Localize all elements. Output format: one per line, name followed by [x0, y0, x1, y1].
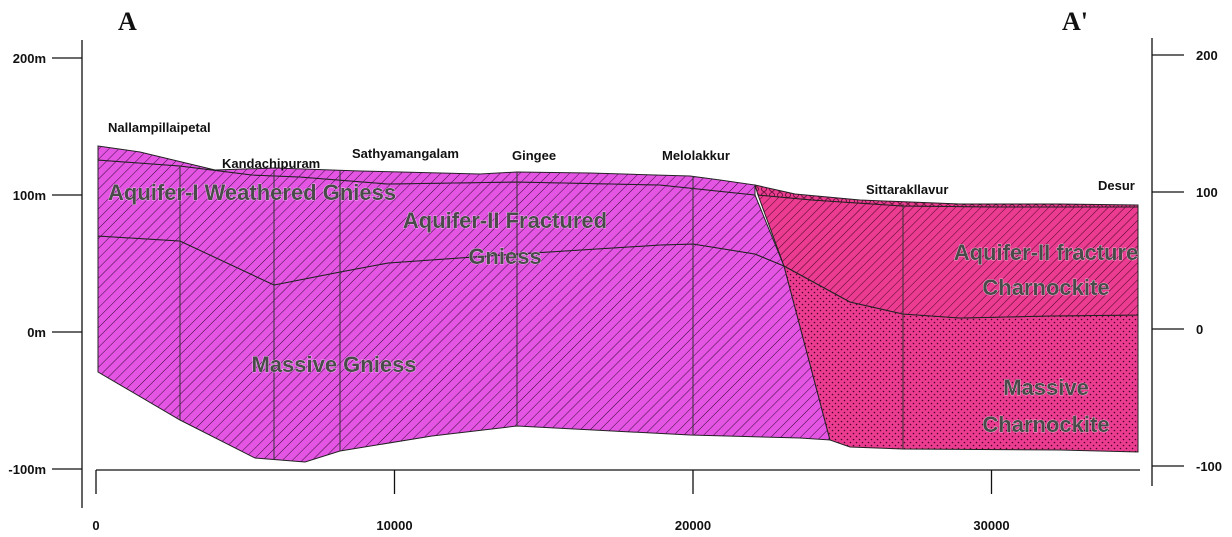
left-axis-tick-label: 200m [13, 51, 46, 66]
location-label: Sittarakllavur [866, 182, 948, 197]
left-axis-ticks: 200m 100m 0m -100m [8, 51, 82, 477]
section-end-label: A' [1062, 7, 1088, 36]
right-axis-ticks: 200 100 0 -100 [1152, 48, 1222, 474]
bottom-axis-tick-label: 20000 [675, 518, 711, 533]
left-axis-tick-label: 100m [13, 188, 46, 203]
borehole-lines [179, 166, 904, 460]
unit-label: Aquifer-II fracture [954, 240, 1139, 265]
section-start-label: A [118, 7, 137, 36]
location-label: Melolakkur [662, 148, 730, 163]
aquifer-1-gneiss-polygon [97, 145, 756, 196]
right-axis-tick-label: -100 [1196, 459, 1222, 474]
massive-gneiss-polygon [97, 235, 831, 463]
unit-label: Massive Gniess [251, 352, 416, 377]
unit-label: Charnockite [982, 275, 1109, 300]
gneiss-block [97, 145, 831, 463]
location-label: Nallampillaipetal [108, 120, 211, 135]
bottom-axis-ticks: 0 10000 20000 30000 [92, 470, 1010, 533]
weathered-charnockite-polygon [754, 184, 1139, 208]
left-axis-tick-label: -100m [8, 462, 46, 477]
location-label: Desur [1098, 178, 1135, 193]
location-label: Kandachipuram [222, 156, 320, 171]
bottom-axis-tick-label: 0 [92, 518, 99, 533]
right-axis-tick-label: 0 [1196, 322, 1203, 337]
location-label: Gingee [512, 148, 556, 163]
bottom-axis-tick-label: 30000 [973, 518, 1009, 533]
unit-label: Gniess [468, 244, 541, 269]
charnockite-block [754, 184, 1139, 453]
left-axis-tick-label: 0m [27, 325, 46, 340]
right-axis-tick-label: 100 [1196, 185, 1218, 200]
unit-label: Massive [1003, 375, 1089, 400]
location-label: Sathyamangalam [352, 146, 459, 161]
unit-label: Aquifer-II Fractured [403, 208, 607, 233]
unit-label: Aquifer-I Weathered Gniess [108, 180, 396, 205]
bottom-axis-tick-label: 10000 [376, 518, 412, 533]
unit-label: Charnockite [982, 412, 1109, 437]
right-axis-tick-label: 200 [1196, 48, 1218, 63]
